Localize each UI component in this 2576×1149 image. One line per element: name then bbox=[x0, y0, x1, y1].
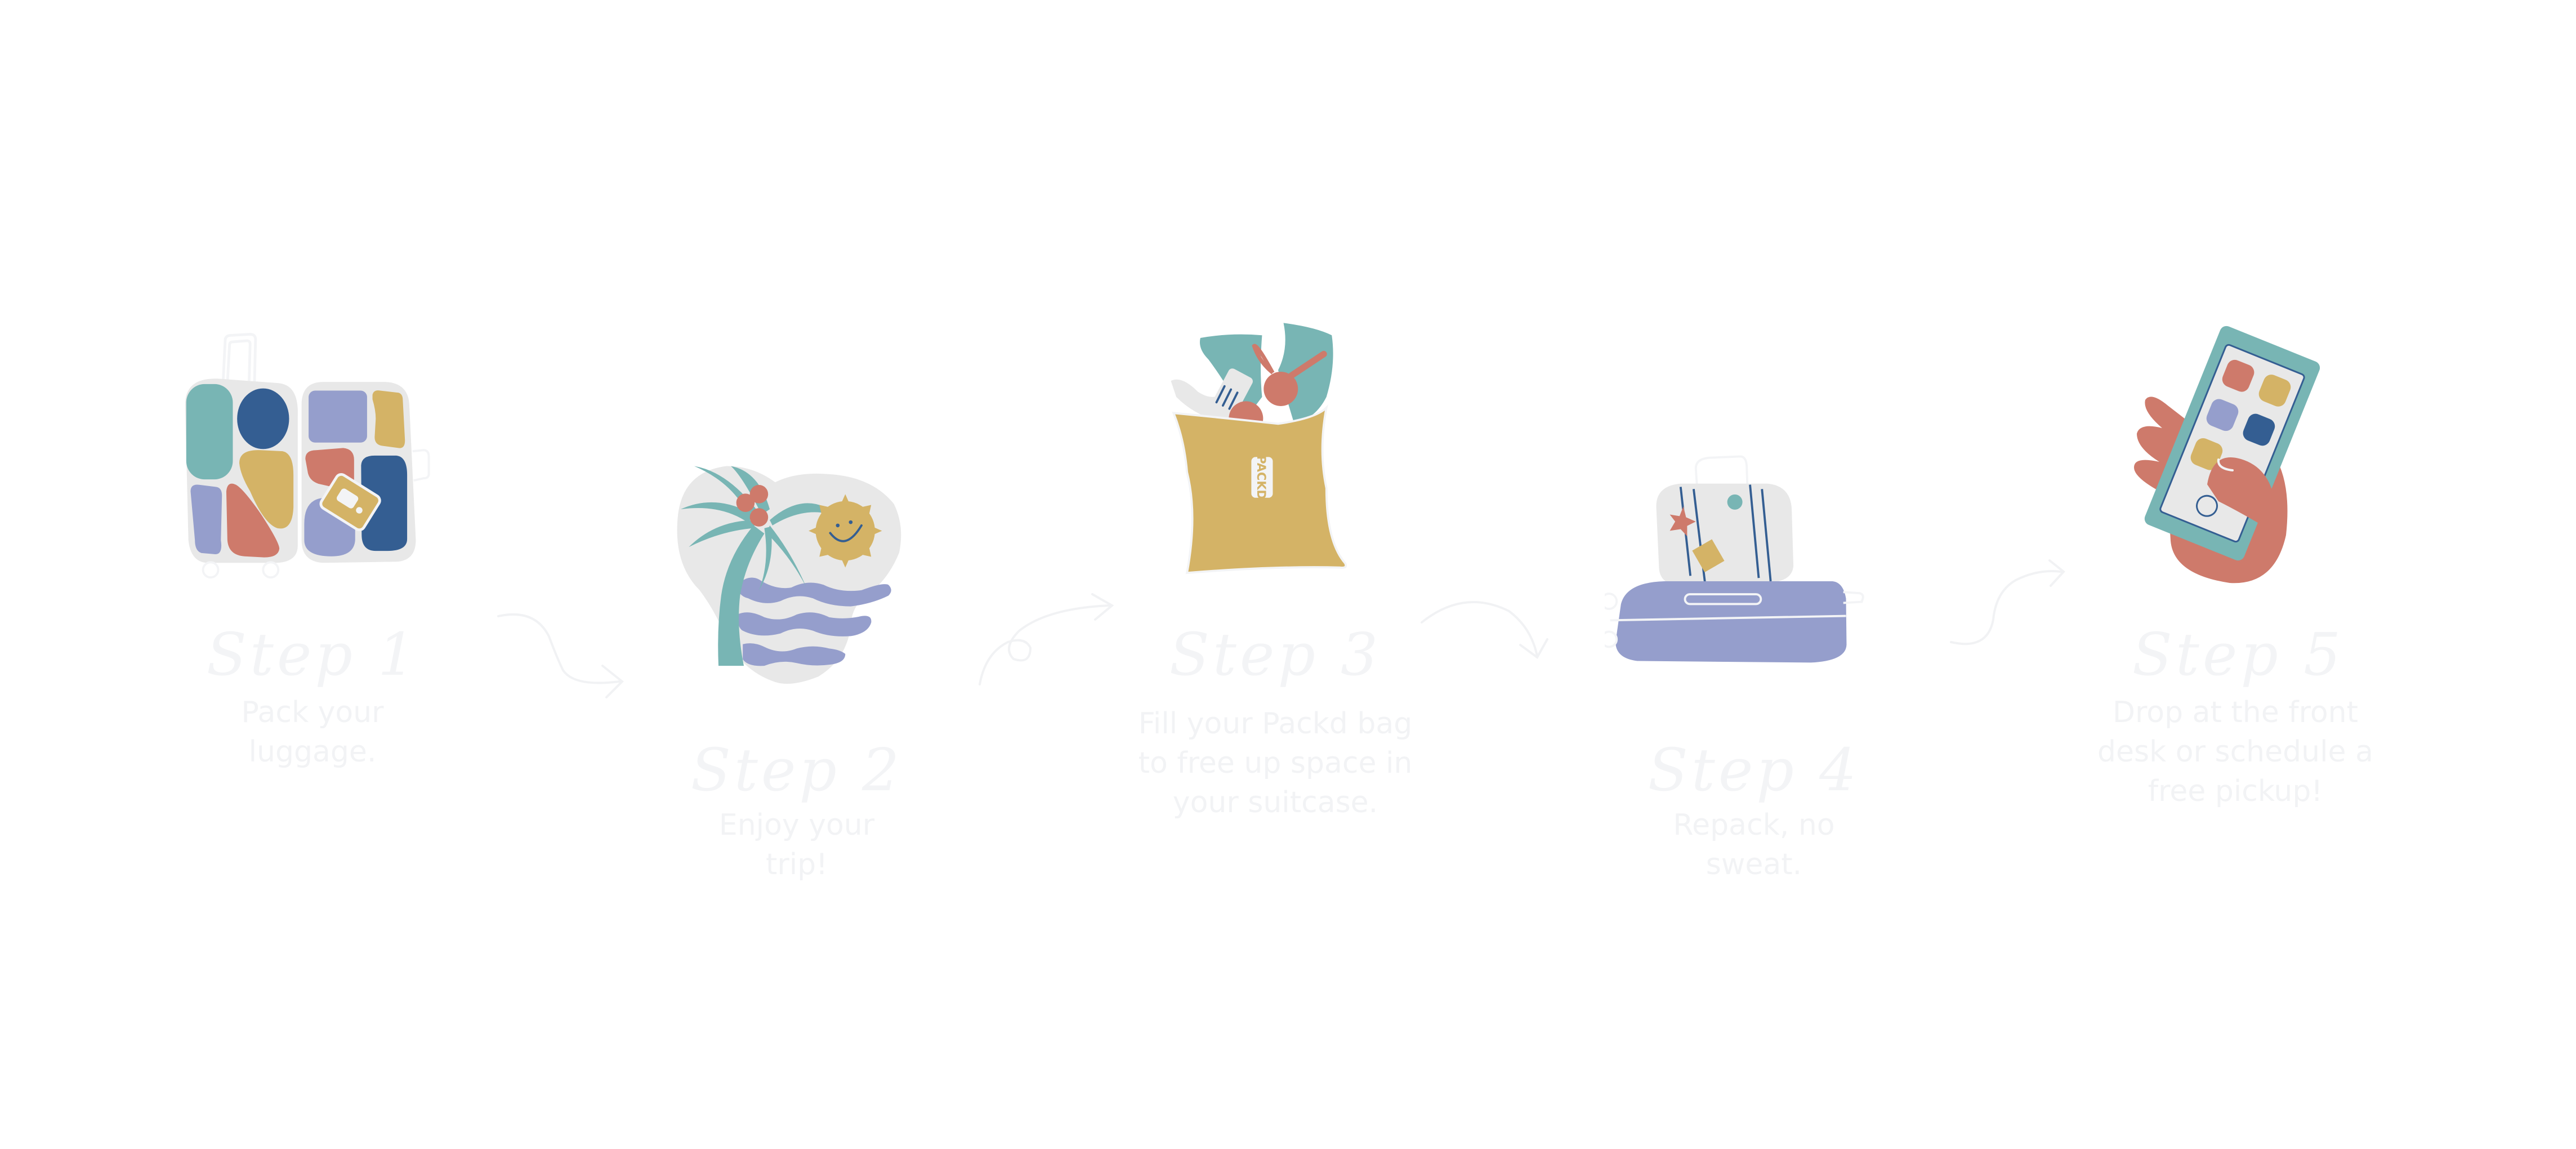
arrow-4 bbox=[1948, 558, 2072, 653]
curved-arrow-icon bbox=[979, 593, 1114, 685]
stacked-suitcases-icon bbox=[1605, 455, 1864, 663]
step-2-description: Enjoy your trip! bbox=[718, 808, 875, 881]
palm-tree-beach-icon bbox=[677, 466, 901, 684]
step-4-description: Repack, no sweat. bbox=[1673, 808, 1835, 881]
hand-phone-icon bbox=[2134, 326, 2320, 584]
step-3-title: Step 3 bbox=[1169, 620, 1382, 689]
arrow-3 bbox=[1419, 594, 1554, 662]
step-5-title: Step 5 bbox=[2132, 620, 2345, 689]
curved-arrow-icon bbox=[1421, 601, 1548, 659]
curved-arrow-icon bbox=[497, 613, 624, 698]
step-3-description: Fill your Packd bag to free up space in … bbox=[1138, 707, 1413, 820]
arrow-2 bbox=[974, 586, 1120, 687]
step-1-illustration bbox=[169, 321, 450, 586]
step-5-description: Drop at the front desk or schedule a fre… bbox=[2097, 696, 2373, 808]
step-5-illustration bbox=[2128, 315, 2342, 586]
open-suitcase-icon bbox=[185, 333, 430, 579]
step-4-illustration bbox=[1605, 451, 1898, 682]
step-3-illustration: PACKD bbox=[1166, 310, 1391, 591]
step-2-title: Step 2 bbox=[690, 736, 903, 804]
step-2-illustration bbox=[667, 434, 926, 693]
step-1-title: Step 1 bbox=[206, 620, 419, 689]
arrow-1 bbox=[495, 603, 631, 698]
step-4-title: Step 4 bbox=[1648, 736, 1860, 804]
bag-label: PACKD bbox=[1254, 455, 1268, 500]
curved-arrow-icon bbox=[1950, 559, 2065, 645]
packd-bag-icon: PACKD bbox=[1171, 323, 1347, 574]
step-1-description: Pack your luggage. bbox=[241, 696, 384, 769]
